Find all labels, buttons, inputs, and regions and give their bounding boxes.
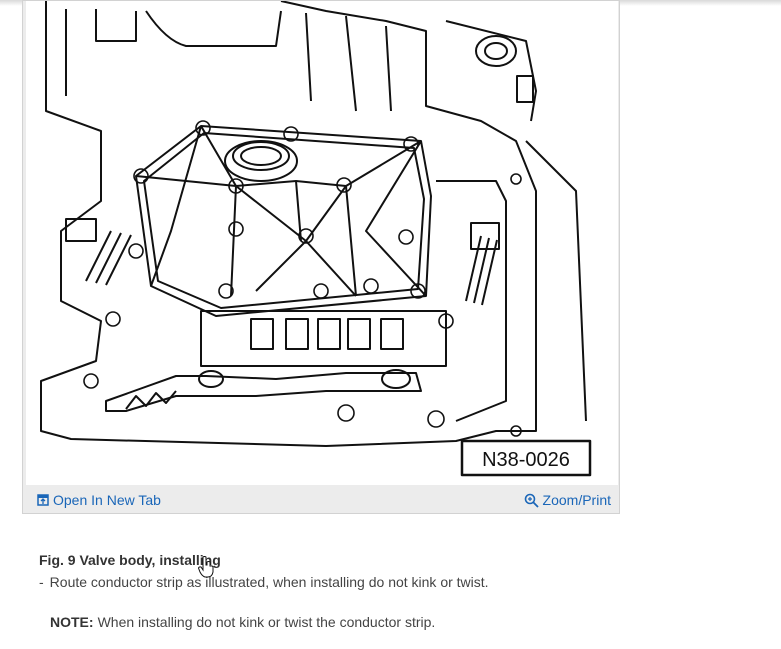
hand-cursor-icon: [198, 556, 214, 578]
figure-caption: Fig. 9 Valve body, installing: [39, 552, 221, 568]
open-in-new-tab-icon: [37, 494, 49, 506]
instruction-text: Route conductor strip as illustrated, wh…: [49, 574, 489, 590]
note-text: When installing do not kink or twist the…: [97, 614, 436, 630]
note: NOTE:When installing do not kink or twis…: [50, 614, 435, 630]
figure-label: N38-0026: [482, 449, 570, 471]
valve-body-drawing: N38-0026: [40, 1, 592, 477]
note-label: NOTE:: [50, 614, 94, 630]
zoom-icon: [524, 493, 539, 508]
instruction-item: -Route conductor strip as illustrated, w…: [39, 574, 489, 590]
valve-body-illustration[interactable]: N38-0026: [26, 1, 618, 485]
figure-card: N38-0026 Open In New Tab Zoom/Print: [22, 0, 620, 514]
open-in-new-tab-label: Open In New Tab: [53, 492, 161, 508]
open-in-new-tab-link[interactable]: Open In New Tab: [23, 492, 169, 508]
zoom-print-label: Zoom/Print: [542, 492, 611, 508]
instruction-bullet: -: [39, 574, 44, 590]
zoom-print-link[interactable]: Zoom/Print: [524, 492, 619, 508]
caption-title: Fig. 9 Valve body, installing: [39, 552, 221, 568]
figure-footer: Open In New Tab Zoom/Print: [23, 487, 619, 513]
